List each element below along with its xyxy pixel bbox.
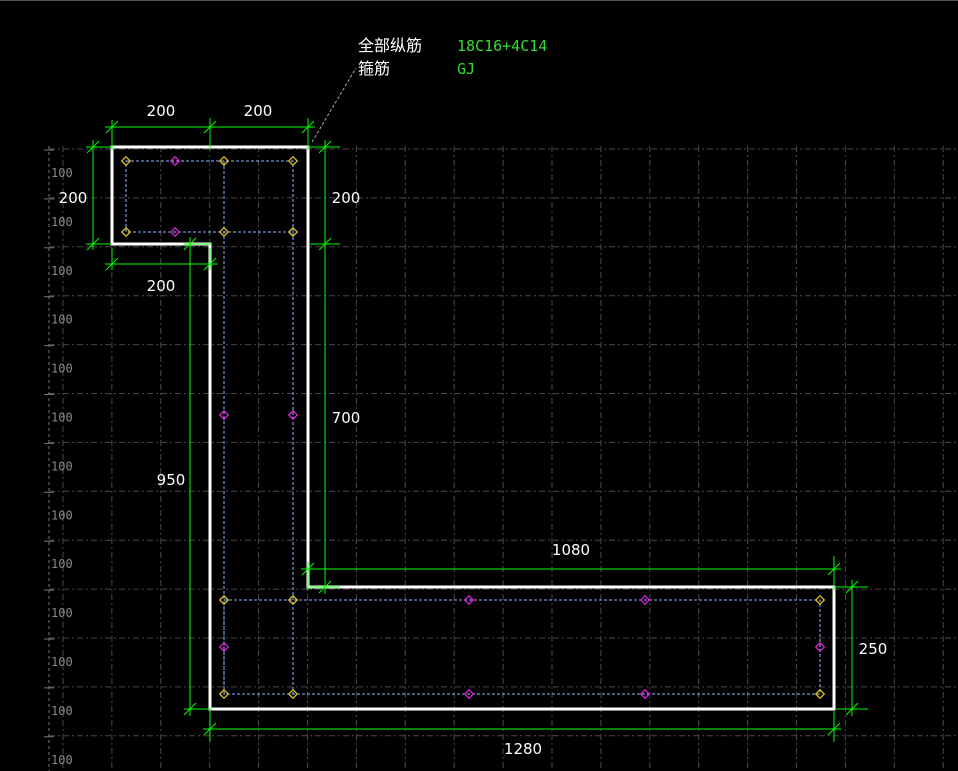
scale-label: 100 bbox=[51, 313, 73, 327]
legend-leader-line bbox=[311, 67, 357, 143]
dim-tick bbox=[301, 562, 315, 576]
scale-label: 100 bbox=[51, 411, 73, 425]
dim-tick bbox=[203, 722, 217, 736]
rebar-marker[interactable] bbox=[169, 226, 181, 238]
dim-tick bbox=[827, 722, 841, 736]
dim-tick bbox=[86, 237, 100, 251]
scale-label: 100 bbox=[51, 459, 73, 473]
dim-tick bbox=[203, 257, 217, 271]
dim-tick bbox=[105, 257, 119, 271]
rebar-marker[interactable] bbox=[218, 409, 230, 421]
dim-label-web-clear: 700 bbox=[332, 409, 361, 427]
rebar-marker[interactable] bbox=[218, 226, 230, 238]
dim-label-flange-clear: 1080 bbox=[552, 541, 590, 559]
rebar-marker[interactable] bbox=[287, 155, 299, 167]
rebar-marker[interactable] bbox=[218, 155, 230, 167]
dim-tick bbox=[845, 580, 859, 594]
dim-tick bbox=[301, 120, 315, 134]
dim-tick bbox=[318, 140, 332, 154]
rebar-markers bbox=[120, 155, 826, 700]
legend-stirrup-label: 箍筋 bbox=[358, 59, 390, 78]
dim-tick bbox=[845, 702, 859, 716]
stirrup-lines bbox=[125, 160, 821, 695]
stirrup-bottom-flange bbox=[223, 599, 821, 695]
dim-tick bbox=[105, 120, 119, 134]
dim-tick bbox=[318, 580, 332, 594]
rebar-marker[interactable] bbox=[287, 594, 299, 606]
dim-label-top-left: 200 bbox=[147, 102, 176, 120]
rebar-marker[interactable] bbox=[218, 594, 230, 606]
rebar-marker[interactable] bbox=[463, 688, 475, 700]
scale-label: 100 bbox=[51, 704, 73, 718]
dim-label-web-width: 200 bbox=[147, 277, 176, 295]
rebar-marker[interactable] bbox=[639, 594, 651, 606]
rebar-marker[interactable] bbox=[814, 641, 826, 653]
scale-label: 100 bbox=[51, 166, 73, 180]
scale-label: 100 bbox=[51, 362, 73, 376]
stirrup-top-flange bbox=[125, 160, 294, 233]
rebar-marker[interactable] bbox=[287, 409, 299, 421]
rebar-marker[interactable] bbox=[120, 226, 132, 238]
scale-label: 100 bbox=[51, 753, 73, 767]
rebar-marker[interactable] bbox=[169, 155, 181, 167]
scale-label: 100 bbox=[51, 264, 73, 278]
left-scale-ruler: 100 100 100 100 100 100 100 100 100 100 100 100 100 bbox=[44, 146, 73, 771]
rebar-marker[interactable] bbox=[463, 594, 475, 606]
dim-tick bbox=[183, 702, 197, 716]
dim-label-right-flange: 200 bbox=[332, 189, 361, 207]
legend-longitudinal-value: 18C16+4C14 bbox=[457, 37, 547, 55]
dim-label-total-left: 950 bbox=[157, 471, 186, 489]
dim-tick bbox=[203, 120, 217, 134]
rebar-marker[interactable] bbox=[639, 688, 651, 700]
background-grid bbox=[49, 146, 958, 771]
rebar-marker[interactable] bbox=[814, 688, 826, 700]
scale-label: 100 bbox=[51, 215, 73, 229]
section-outline[interactable] bbox=[110, 145, 836, 711]
rebar-marker[interactable] bbox=[287, 688, 299, 700]
scale-label: 100 bbox=[51, 557, 73, 571]
dim-label-top-right: 200 bbox=[244, 102, 273, 120]
rebar-marker[interactable] bbox=[218, 641, 230, 653]
legend-stirrup-value: GJ bbox=[457, 60, 475, 78]
dim-label-flange-height: 250 bbox=[859, 640, 888, 658]
rebar-marker[interactable] bbox=[287, 226, 299, 238]
scale-label: 100 bbox=[51, 606, 73, 620]
dim-tick bbox=[183, 237, 197, 251]
legend-longitudinal-label: 全部纵筋 bbox=[358, 36, 422, 55]
dim-label-total-bottom: 1280 bbox=[504, 740, 542, 758]
rebar-marker[interactable] bbox=[218, 688, 230, 700]
scale-label: 100 bbox=[51, 508, 73, 522]
dim-tick bbox=[827, 562, 841, 576]
rebar-marker[interactable] bbox=[814, 594, 826, 606]
dim-tick bbox=[86, 140, 100, 154]
dimension-lines bbox=[86, 118, 868, 742]
dim-label-left-flange: 200 bbox=[59, 189, 88, 207]
rebar-marker[interactable] bbox=[120, 155, 132, 167]
scale-label: 100 bbox=[51, 655, 73, 669]
